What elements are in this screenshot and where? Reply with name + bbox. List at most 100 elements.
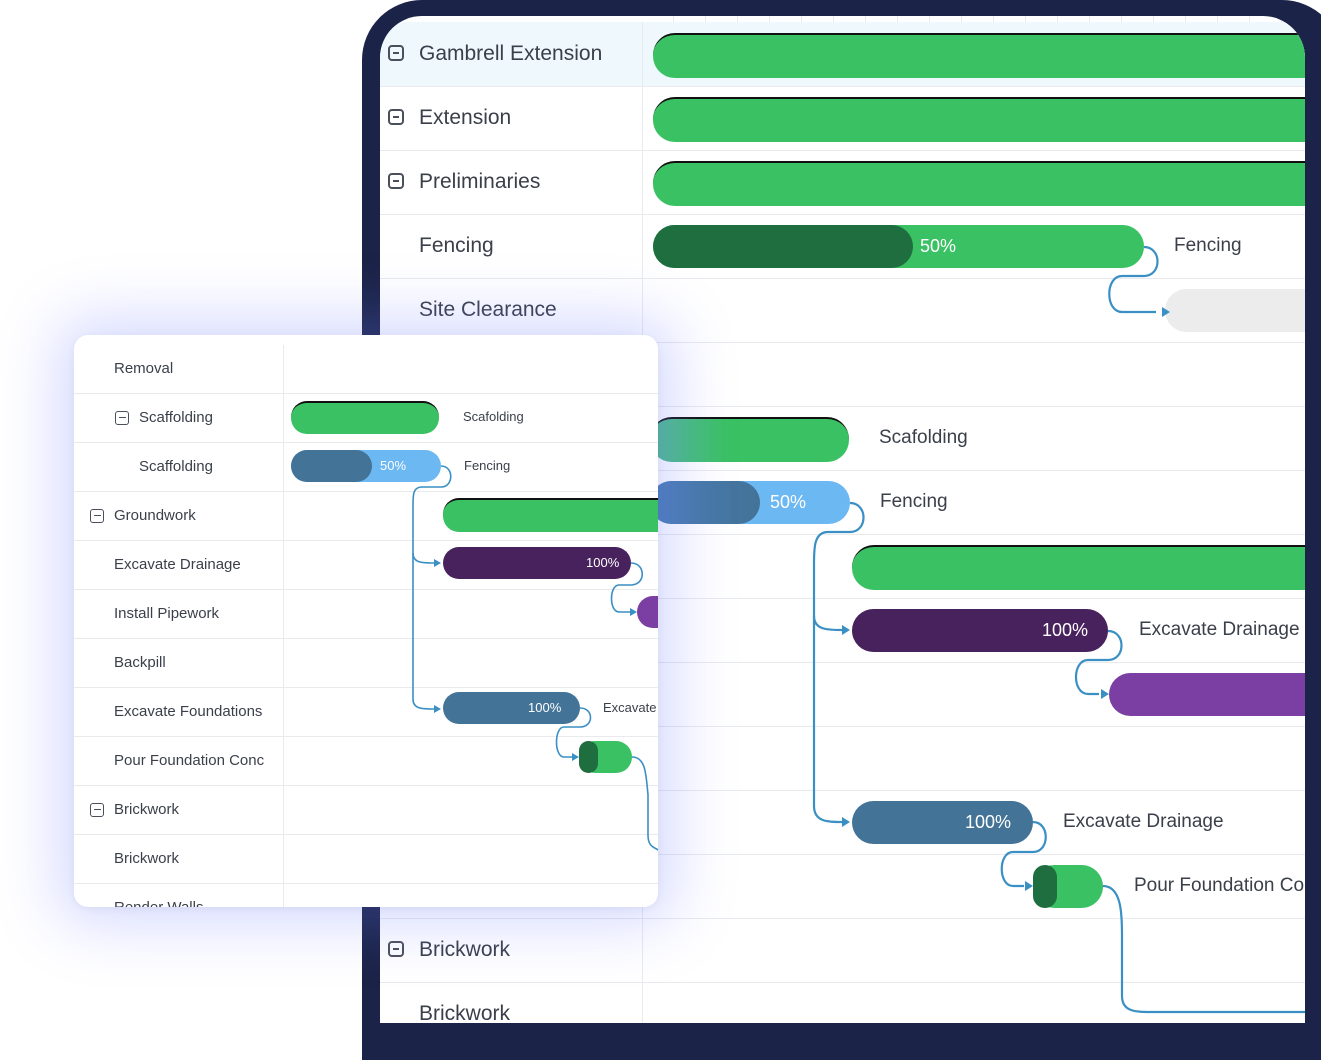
arrow-icon [1162, 307, 1170, 317]
task-bar-excavate-drainage-2[interactable]: 100% [852, 801, 1033, 844]
progress-label: 50% [770, 492, 807, 512]
gantt-row[interactable]: Pour Foundation Conc [74, 737, 658, 786]
task-name: Brickwork [419, 938, 511, 961]
progress-label: 100% [965, 812, 1012, 832]
arrow-icon [630, 608, 637, 616]
dependency-connectors [412, 465, 658, 851]
dependency-line [412, 553, 435, 710]
task-name: Site Clearance [419, 298, 557, 321]
collapse-icon[interactable] [90, 509, 104, 523]
task-name: Backpill [114, 654, 166, 671]
bar-label: Excavate [603, 700, 657, 715]
task-bar-excavate-drainage[interactable]: 100% [443, 547, 631, 579]
timeline-grid [642, 16, 1305, 22]
dependency-line [1000, 820, 1047, 888]
dependency-line [812, 616, 843, 824]
arrow-icon [434, 559, 441, 567]
task-name: Groundwork [114, 507, 196, 524]
gantt-row[interactable]: Brickwork [380, 982, 1305, 1023]
summary-bar[interactable] [653, 97, 1305, 142]
summary-bar[interactable] [653, 33, 1305, 78]
gantt-row[interactable]: Preliminaries [380, 150, 1305, 215]
task-name: Brickwork [114, 850, 180, 867]
task-bar-pour-foundation[interactable] [579, 741, 632, 773]
bar-label: Excavate Drainage [1063, 811, 1224, 832]
arrow-icon [1101, 689, 1109, 699]
task-name: Removal [114, 360, 174, 377]
dependency-line [1108, 245, 1159, 314]
task-name: Gambrell Extension [419, 42, 603, 65]
task-bar-scaffolding[interactable] [291, 401, 439, 434]
arrow-icon [842, 817, 850, 827]
progress-label: 50% [380, 458, 407, 473]
collapse-icon[interactable] [388, 45, 404, 61]
task-name: Install Pipework [114, 605, 220, 622]
summary-bar[interactable] [653, 161, 1305, 206]
progress-fill [653, 225, 913, 268]
dependency-line [412, 465, 452, 564]
gantt-row[interactable]: Brickwork [74, 786, 658, 835]
task-bar-excavate-drainage[interactable]: 100% [852, 609, 1108, 652]
progress-fill [1033, 865, 1057, 908]
task-name: Extension [419, 106, 512, 129]
progress-label: 100% [1042, 620, 1089, 640]
gantt-row[interactable]: Scaffolding [74, 394, 658, 443]
collapse-icon[interactable] [388, 109, 404, 125]
collapse-icon[interactable] [388, 941, 404, 957]
task-name: Preliminaries [419, 170, 541, 193]
summary-bar[interactable] [852, 545, 1305, 590]
task-name: Fencing [419, 234, 494, 257]
task-bar-fencing[interactable]: 50% [653, 225, 1144, 268]
bar-label: Fencing [1174, 235, 1242, 256]
task-bar-install-pipework[interactable] [1109, 673, 1305, 716]
task-bar-pour-foundation[interactable] [1033, 865, 1103, 908]
task-name: Brickwork [419, 1002, 511, 1023]
bar-label: Fencing [464, 458, 511, 473]
task-name: Brickwork [114, 801, 180, 818]
bar-label: Excavate Drainage [1139, 619, 1300, 640]
collapse-icon[interactable] [115, 411, 129, 425]
bar-label: Fencing [880, 491, 948, 512]
progress-fill [650, 481, 760, 524]
progress-fill [291, 450, 372, 482]
gantt-row[interactable]: Site Clearance [380, 278, 1305, 343]
task-bar-placeholder[interactable] [1165, 289, 1305, 332]
progress-label: 50% [920, 236, 957, 256]
task-bar-excavate-foundations[interactable]: 100% [443, 692, 580, 724]
gantt-row[interactable]: Scaffolding [74, 443, 658, 492]
task-bar-scaffolding[interactable] [650, 417, 849, 462]
gantt-row[interactable]: Fencing [380, 214, 1305, 279]
dependency-line [812, 501, 865, 632]
task-name: Excavate Drainage [114, 556, 241, 573]
progress-fill [579, 741, 598, 773]
arrow-icon [1025, 881, 1033, 891]
gantt-row[interactable]: Excavate Foundations [74, 688, 658, 737]
bar-label: Pour Foundation Co [1134, 875, 1305, 896]
summary-bar[interactable] [443, 498, 658, 532]
gantt-row[interactable]: Groundwork [74, 492, 658, 541]
gantt-row[interactable]: Brickwork [380, 918, 1305, 983]
dependency-line [610, 562, 644, 613]
arrow-icon [434, 705, 441, 713]
bar-label: Scafolding [879, 427, 968, 448]
dependency-line [555, 707, 592, 758]
gantt-row[interactable]: Backpill [74, 639, 658, 688]
gantt-row[interactable]: Excavate Drainage [74, 541, 658, 590]
gantt-row[interactable]: Install Pipework [74, 590, 658, 639]
gantt-row[interactable]: Render Walls [74, 884, 658, 907]
arrow-icon [842, 625, 850, 635]
gantt-row[interactable]: Removal [74, 345, 658, 394]
collapse-icon[interactable] [90, 803, 104, 817]
task-name: Scaffolding [139, 458, 213, 475]
dependency-connectors [812, 245, 1305, 1014]
progress-label: 100% [528, 700, 562, 715]
task-bar-install-pipework[interactable] [637, 596, 658, 628]
task-bar-fencing-2[interactable]: 50% [650, 481, 850, 524]
gantt-row[interactable]: Brickwork [74, 835, 658, 884]
task-bar-scaffolding-2[interactable]: 50% [291, 450, 441, 482]
gantt-row[interactable]: Extension [380, 86, 1305, 151]
task-name: Render Walls [114, 884, 203, 907]
collapse-icon[interactable] [388, 173, 404, 189]
dependency-line [631, 756, 658, 851]
bar-label: Scafolding [463, 409, 524, 424]
